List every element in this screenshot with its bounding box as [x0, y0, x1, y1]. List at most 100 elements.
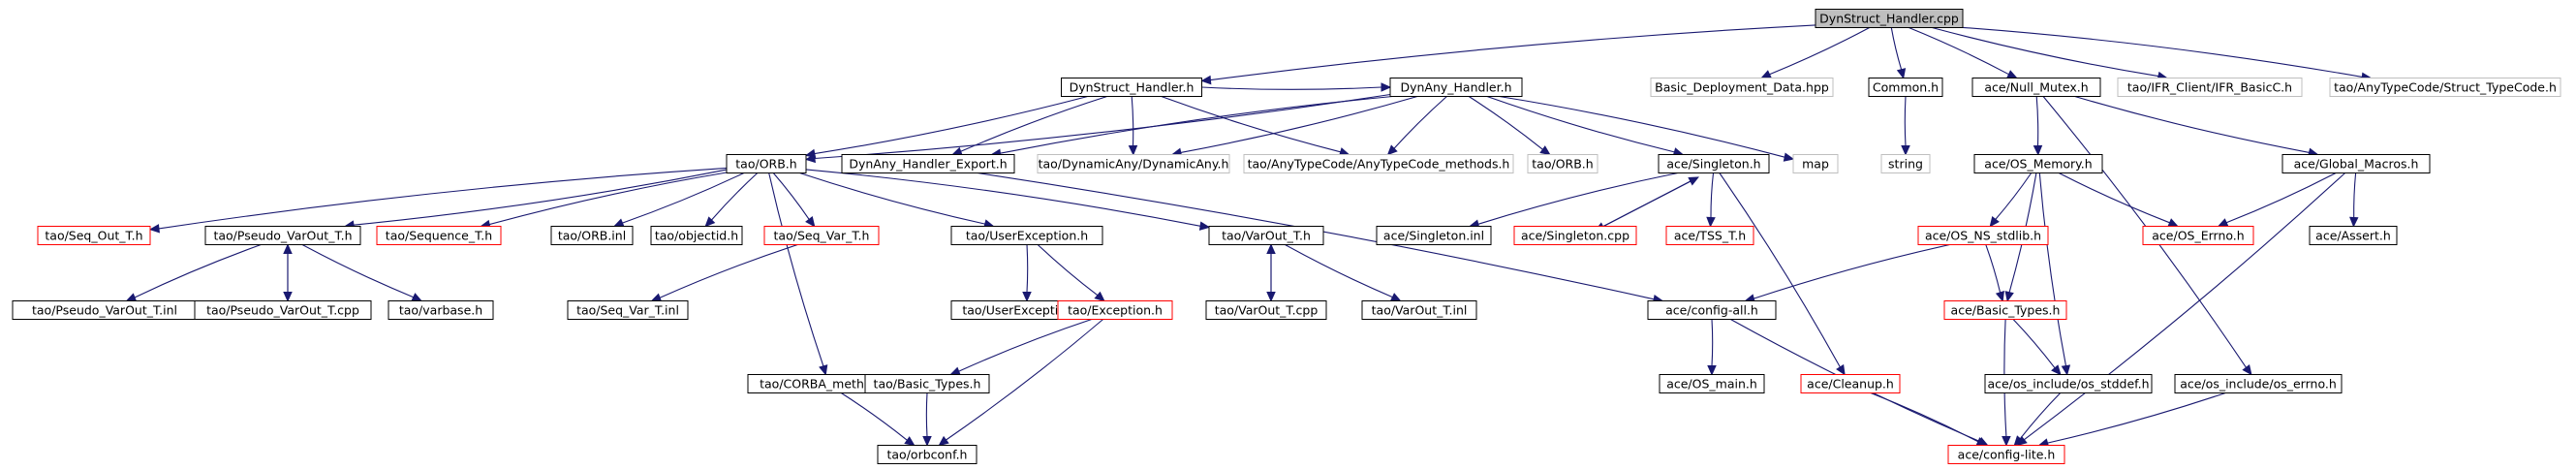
node-ace-basic-types-h[interactable]: ace/Basic_Types.h [1943, 300, 2067, 320]
edge-arrowhead [2051, 364, 2062, 376]
node-tao-pseudo-varout-t-h[interactable]: tao/Pseudo_VarOut_T.h [204, 226, 361, 245]
node-ace-os-include-os-stddef-h[interactable]: ace/os_include/os_stddef.h [1984, 374, 2153, 393]
edge-arrowhead [819, 364, 828, 376]
edge-line [1904, 96, 1907, 146]
node-ace-config-all-h[interactable]: ace/config-all.h [1647, 300, 1777, 320]
node-ace-os-main-h[interactable]: ace/OS_main.h [1659, 374, 1765, 393]
edge-arrowhead [1836, 363, 1846, 376]
node-label: ace/config-lite.h [1958, 448, 2056, 462]
node-ace-tss-t-h[interactable]: ace/TSS_T.h [1665, 226, 1754, 245]
node-ace-singleton-cpp[interactable]: ace/Singleton.cpp [1513, 226, 1637, 245]
edge-arrowhead [283, 243, 293, 254]
node-box [1665, 226, 1754, 245]
edge-dynany-handler-h-to-tao-orb-h [804, 93, 1391, 164]
node-ace-singleton-inl[interactable]: ace/Singleton.inl [1376, 226, 1492, 245]
node-ace-os-include-os-errno-h[interactable]: ace/os_include/os_errno.h [2174, 374, 2343, 393]
node-tao-seq-out-t-h[interactable]: tao/Seq_Out_T.h [37, 226, 151, 245]
node-dynany-handler-export-h[interactable]: DynAny_Handler_Export.h [841, 154, 1015, 173]
node-box [1659, 374, 1765, 393]
edge-arrowhead [1783, 152, 1795, 162]
edge-arrowhead [1707, 365, 1717, 376]
node-tao-pseudo-varout-t-inl[interactable]: tao/Pseudo_VarOut_T.inl [12, 300, 198, 320]
edge-line [1285, 244, 1393, 298]
node-tao-userexception-h[interactable]: tao/UserException.h [950, 226, 1103, 245]
edge-line [1131, 96, 1134, 146]
node-tao-orbconf-h[interactable]: tao/orbconf.h [877, 445, 978, 464]
node-dynany-handler-h[interactable]: DynAny_Handler.h [1389, 78, 1523, 97]
node-box [1037, 154, 1230, 173]
node-common-h[interactable]: Common.h [1868, 78, 1943, 97]
node-box [1647, 300, 1777, 320]
edge-dynstruct-handler-cpp-to-common-h [1890, 27, 1907, 79]
node-tao-pseudo-varout-t-cpp[interactable]: tao/Pseudo_VarOut_T.cpp [194, 300, 372, 320]
node-ace-os-memory-h[interactable]: ace/OS_Memory.h [1973, 154, 2103, 173]
edge-ace-os-ns-stdlib-h-to-ace-basic-types-h [1985, 244, 2004, 302]
edge-line [1477, 172, 1679, 225]
edge-dynstruct-handler-cpp-to-basic-deployment-data-hpp [1760, 27, 1870, 79]
node-tao-varout-t-cpp[interactable]: tao/VarOut_T.cpp [1205, 300, 1327, 320]
edge-tao-varout-t-h-to-tao-varout-t-inl [1285, 244, 1402, 302]
node-box [1971, 78, 2101, 97]
edge-dynany-handler-h-to-tao-anytypecode-anytypecode-methods-h [1386, 96, 1447, 156]
node-box [877, 445, 978, 464]
edge-line [2019, 392, 2062, 440]
edge-ace-null-mutex-h-to-ace-global-macros-h [2074, 95, 2319, 157]
edge-line [2012, 319, 2056, 369]
node-label: ace/Cleanup.h [1807, 377, 1894, 392]
node-tao-orb-inl[interactable]: tao/ORB.inl [550, 226, 634, 245]
edge-line [1180, 95, 1418, 153]
node-tao-varbase-h[interactable]: tao/varbase.h [388, 300, 494, 320]
node-ace-global-macros-h[interactable]: ace/Global_Macros.h [2281, 154, 2431, 173]
node-dynstruct-handler-h[interactable]: DynStruct_Handler.h [1061, 78, 1202, 97]
edge-dynstruct-handler-cpp-to-tao-anytypecode-struct-typecode-h [1962, 26, 2373, 82]
edge-line [1962, 26, 2363, 78]
node-tao-anytypecode-anytypecode-methods-h: tao/AnyTypeCode/AnyTypeCode_methods.h [1243, 154, 1514, 173]
edge-dynany-handler-h-to-map [1499, 95, 1795, 162]
node-ace-os-ns-stdlib-h[interactable]: ace/OS_NS_stdlib.h [1917, 226, 2049, 245]
node-basic-deployment-data-hpp: Basic_Deployment_Data.hpp [1650, 78, 1834, 97]
node-box [1057, 300, 1173, 320]
node-tao-seq-var-t-h[interactable]: tao/Seq_Var_T.h [763, 226, 880, 245]
node-ace-null-mutex-h[interactable]: ace/Null_Mutex.h [1971, 78, 2101, 97]
node-ace-os-errno-h[interactable]: ace/OS_Errno.h [2142, 226, 2254, 245]
node-ace-singleton-h[interactable]: ace/Singleton.h [1658, 154, 1770, 173]
edge-arrowhead [922, 436, 932, 447]
edge-line [2035, 96, 2039, 146]
edge-line [946, 319, 1103, 441]
node-label: map [1802, 157, 1829, 172]
node-tao-basic-types-h[interactable]: tao/Basic_Types.h [864, 374, 990, 393]
node-tao-seq-var-t-inl[interactable]: tao/Seq_Var_T.inl [567, 300, 689, 320]
node-tao-sequence-t-h[interactable]: tao/Sequence_T.h [376, 226, 502, 245]
node-label: DynAny_Handler.h [1400, 80, 1511, 95]
edge-arrowhead [125, 293, 138, 302]
node-map: map [1792, 154, 1839, 173]
node-label: tao/AnyTypeCode/Struct_TypeCode.h [2334, 80, 2557, 95]
edge-ace-singleton-h-to-ace-tss-t-h [1706, 172, 1716, 228]
node-label: tao/Seq_Out_T.h [45, 229, 142, 243]
node-label: ace/OS_Memory.h [1984, 157, 2092, 172]
edge-line [841, 392, 908, 441]
edge-arrowhead [951, 146, 963, 156]
node-box [1984, 374, 2153, 393]
node-tao-exception-h[interactable]: tao/Exception.h [1057, 300, 1173, 320]
node-tao-varout-t-h[interactable]: tao/VarOut_T.h [1208, 226, 1324, 245]
edge-arrowhead [938, 435, 949, 447]
node-box [2309, 226, 2398, 245]
edge-dynstruct-handler-h-to-tao-anytypecode-anytypecode-methods-h [1161, 95, 1350, 157]
edge-line [622, 172, 745, 224]
node-label: Basic_Deployment_Data.hpp [1655, 80, 1829, 95]
node-label: tao/objectid.h [655, 229, 738, 243]
node-ace-cleanup-h[interactable]: ace/Cleanup.h [1800, 374, 1901, 393]
node-tao-objectid-h[interactable]: tao/objectid.h [650, 226, 743, 245]
node-box [1800, 374, 1901, 393]
node-box [950, 226, 1103, 245]
node-label: tao/ORB.h [735, 157, 796, 172]
node-box [1513, 226, 1637, 245]
node-label: tao/varbase.h [399, 303, 482, 318]
node-tao-varout-t-inl[interactable]: tao/VarOut_T.inl [1361, 300, 1477, 320]
edge-line [1201, 86, 1382, 90]
node-ace-assert-h[interactable]: ace/Assert.h [2309, 226, 2398, 245]
node-label: ace/config-all.h [1665, 303, 1758, 318]
node-tao-orb-h[interactable]: tao/ORB.h [726, 154, 807, 173]
node-ace-config-lite-h[interactable]: ace/config-lite.h [1947, 445, 2065, 464]
